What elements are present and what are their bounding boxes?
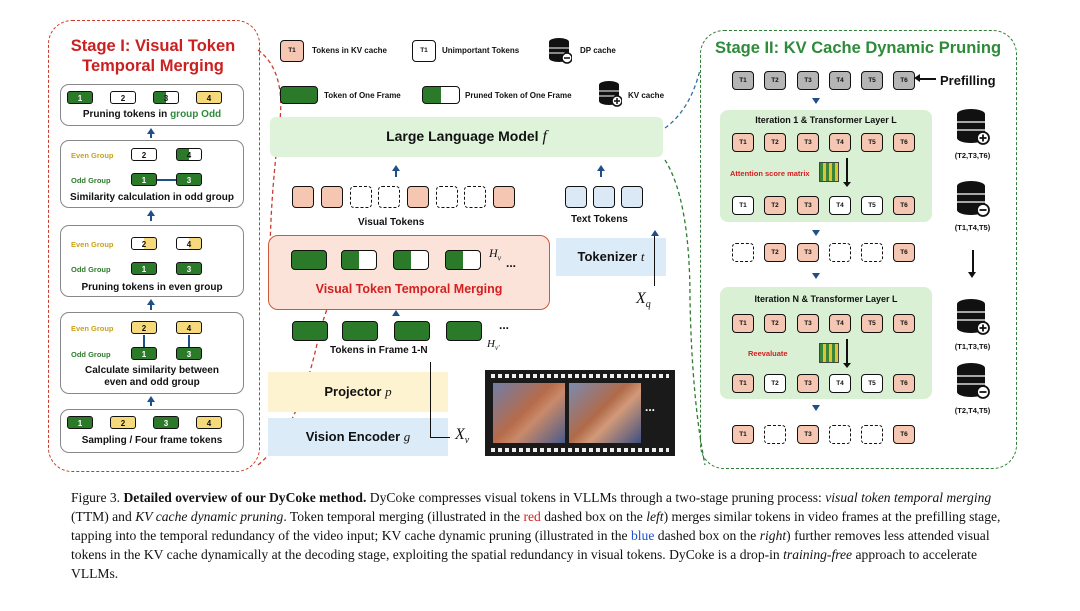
token: 1: [67, 416, 93, 429]
pruning-even-box: Even Group Odd Group 2 4 1 3 Pruning tok…: [60, 225, 244, 297]
text-token: [565, 186, 587, 208]
down-arrow-icon: [812, 273, 820, 279]
visual-token: [407, 186, 429, 208]
kv-cache-icon: [957, 109, 990, 145]
frame-token: [393, 250, 429, 270]
token: 4: [196, 91, 222, 104]
visual-token: [436, 186, 458, 208]
token: 3: [153, 416, 179, 429]
token: 2: [110, 416, 136, 429]
text-token: [621, 186, 643, 208]
legend-pruned-token: [422, 86, 460, 104]
dp-cache-icon: [549, 38, 572, 64]
token: 1: [131, 262, 157, 275]
attention-matrix-icon: [819, 162, 839, 182]
visual-token: [464, 186, 486, 208]
kv-cache-icon: [599, 81, 622, 107]
frame-token: [292, 321, 328, 341]
pruning-odd-box: 1 2 3 4 Pruning tokens in group Odd: [60, 84, 244, 126]
down-arrow-icon: [812, 98, 820, 104]
up-arrow-icon: [392, 310, 400, 316]
dp-cache-icon: [957, 181, 990, 217]
token: 2: [110, 91, 136, 104]
frame-token: [291, 250, 327, 270]
frame-token: [446, 321, 482, 341]
up-arrow-icon: [147, 299, 155, 305]
visual-token: [350, 186, 372, 208]
up-arrow-icon: [651, 230, 659, 236]
frame-token: [342, 321, 378, 341]
video-frame-image: [569, 383, 641, 443]
frame-token: [394, 321, 430, 341]
legend-frame-token: [280, 86, 318, 104]
visual-token: [378, 186, 400, 208]
figure-caption: Figure 3. Detailed overview of our DyCok…: [71, 490, 1001, 581]
tokenizer-box: Tokenizer t: [556, 238, 666, 276]
down-arrow-icon: [812, 405, 820, 411]
token: 2: [131, 148, 157, 161]
iteration-n-box: Iteration N & Transformer Layer L T1 T2 …: [720, 287, 932, 399]
token: 1: [131, 347, 157, 360]
text-token: [593, 186, 615, 208]
dp-cache-icon: [957, 363, 990, 399]
down-arrow-icon: [968, 272, 976, 278]
token: 3: [176, 173, 202, 186]
iteration-1-box: Iteration 1 & Transformer Layer L T1 T2 …: [720, 110, 932, 222]
llm-box: Large Language Model f: [270, 117, 663, 157]
up-arrow-icon: [392, 165, 400, 171]
token: 2: [131, 237, 157, 250]
similarity-odd-box: Even Group Odd Group 2 4 1 3 Similarity …: [60, 140, 244, 208]
video-frame-image: [493, 383, 565, 443]
left-arrow-icon: [914, 74, 920, 82]
visual-token: [321, 186, 343, 208]
token: 3: [153, 91, 179, 104]
sampling-box: 1 2 3 4 Sampling / Four frame tokens: [60, 409, 244, 453]
legend-kv-token: T1: [280, 40, 304, 62]
token: 1: [131, 173, 157, 186]
ttm-box: Hv ... Visual Token Temporal Merging: [268, 235, 550, 310]
projector-box: Projector p: [268, 372, 448, 412]
pruning-odd-label: Pruning tokens in group Odd: [82, 109, 222, 120]
token: 4: [176, 321, 202, 334]
visual-token: [493, 186, 515, 208]
token: 2: [131, 321, 157, 334]
frame-token: [445, 250, 481, 270]
stage1-title: Stage I: Visual Token Temporal Merging: [70, 37, 236, 75]
token: 4: [176, 148, 202, 161]
up-arrow-icon: [147, 210, 155, 216]
token: 4: [176, 237, 202, 250]
stage2-title: Stage II: KV Cache Dynamic Pruning: [714, 39, 1002, 57]
vision-encoder-box: Vision Encoder g: [268, 418, 448, 456]
token: 1: [67, 91, 93, 104]
attention-matrix-icon: [819, 343, 839, 363]
stage1-dashed-box: [48, 20, 260, 472]
token: 3: [176, 347, 202, 360]
up-arrow-icon: [147, 128, 155, 134]
legend-unimportant-token: T1: [412, 40, 436, 62]
video-filmstrip: ...: [485, 370, 675, 456]
up-arrow-icon: [597, 165, 605, 171]
stage2-dashed-box: [700, 30, 1017, 469]
calc-similarity-box: Even Group Odd Group 2 4 1 3 Calculate s…: [60, 312, 244, 394]
token: 4: [196, 416, 222, 429]
down-arrow-icon: [812, 230, 820, 236]
token: 3: [176, 262, 202, 275]
visual-token: [292, 186, 314, 208]
up-arrow-icon: [147, 396, 155, 402]
frame-token: [341, 250, 377, 270]
kv-cache-icon: [957, 299, 990, 335]
